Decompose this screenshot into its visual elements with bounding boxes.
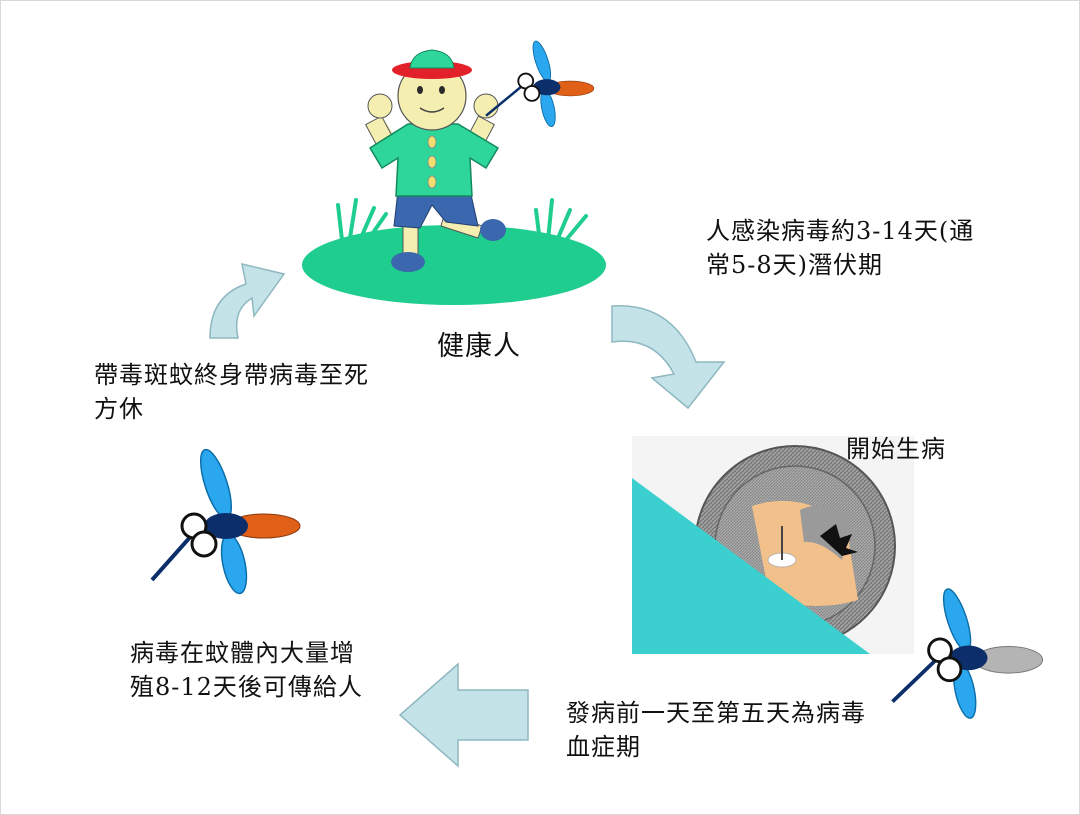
mosquito-icon	[150, 448, 301, 595]
label-incubation-line-1: 人感染病毒約3-14天(通	[706, 217, 975, 245]
label-virus-multiply: 病毒在蚊體內大量增 殖8-12天後可傳給人	[130, 636, 363, 704]
label-incubation-line-2: 常5-8天)潛伏期	[706, 251, 884, 279]
label-viremia-line-2: 血症期	[566, 733, 641, 761]
mosquito-icon	[891, 588, 1044, 719]
cycle-arrow-icon	[611, 305, 726, 410]
label-lifelong-carrier: 帶毒斑蚊終身帶病毒至死 方休	[94, 358, 369, 426]
label-virus-multiply-line-1: 病毒在蚊體內大量增	[130, 639, 355, 667]
label-viremia-line-1: 發病前一天至第五天為病毒	[566, 699, 866, 727]
healthy-person-icon	[302, 49, 606, 305]
cycle-arrow-icon	[209, 262, 286, 339]
label-healthy-text: 健康人	[437, 331, 521, 362]
mosquito-icon	[484, 37, 596, 130]
label-virus-multiply-line-2: 殖8-12天後可傳給人	[130, 673, 363, 701]
cycle-arrow-icon	[398, 662, 529, 768]
label-lifelong-carrier-line-1: 帶毒斑蚊終身帶病毒至死	[94, 361, 369, 389]
label-healthy: 健康人	[437, 330, 521, 364]
label-onset-text: 開始生病	[846, 435, 946, 463]
sick-person-icon	[632, 436, 914, 654]
label-viremia: 發病前一天至第五天為病毒 血症期	[566, 696, 866, 764]
label-lifelong-carrier-line-2: 方休	[94, 395, 144, 423]
label-incubation: 人感染病毒約3-14天(通 常5-8天)潛伏期	[706, 214, 974, 282]
label-onset: 開始生病	[846, 432, 946, 466]
